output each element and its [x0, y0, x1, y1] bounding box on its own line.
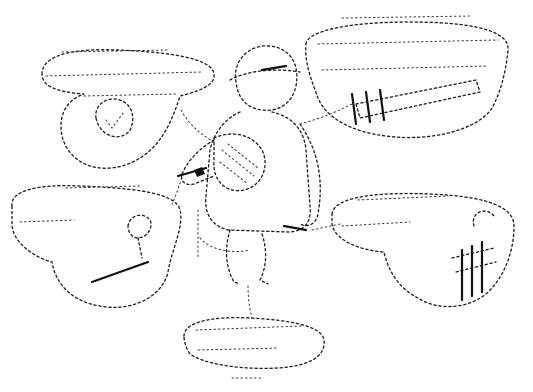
worker-left-leg: [227, 230, 240, 284]
scribble-text-3: [20, 186, 140, 222]
callout-bottom: [184, 318, 324, 378]
callout-bubble-bottom: [184, 318, 324, 369]
torch-handle: [92, 262, 148, 282]
safety-glasses: [262, 66, 286, 70]
worker-figure: [178, 46, 320, 284]
connector-left: [172, 178, 182, 204]
torch-head: [128, 215, 151, 238]
scribble-text-1: [46, 50, 202, 96]
callout-left: [12, 186, 181, 308]
hard-hat-brim: [230, 70, 300, 80]
connector-top-left: [180, 108, 214, 142]
scribble-text-4: [342, 196, 448, 226]
callout-connectors: [172, 104, 352, 318]
scribble-text-2: [318, 16, 498, 70]
connector-bottom: [248, 286, 252, 318]
callout-right: [332, 194, 514, 307]
rail-posts: [352, 90, 384, 124]
callout-top-right: [306, 16, 508, 138]
worker-head: [235, 46, 296, 110]
seat: [198, 210, 250, 258]
clamp-jaw: [452, 248, 496, 272]
clamp-bars: [462, 242, 482, 300]
belt-straps: [220, 144, 258, 184]
worker-right-leg: [260, 234, 268, 284]
callout-bubble-top-left: [42, 50, 214, 169]
tool-belt: [214, 134, 265, 191]
scribble-text-5: [196, 326, 302, 378]
clamp-handle: [473, 211, 494, 226]
torch-neck: [138, 238, 142, 258]
callout-bubble-left: [12, 186, 181, 308]
rail-bar: [356, 80, 480, 118]
callout-bubble-top-right: [306, 22, 508, 138]
device-mark: [106, 112, 124, 128]
connector-right: [312, 224, 340, 230]
worker-torso: [206, 112, 311, 232]
connector-top-right: [300, 104, 352, 124]
callout-top-left: [42, 50, 214, 169]
oval-device: [96, 99, 133, 137]
